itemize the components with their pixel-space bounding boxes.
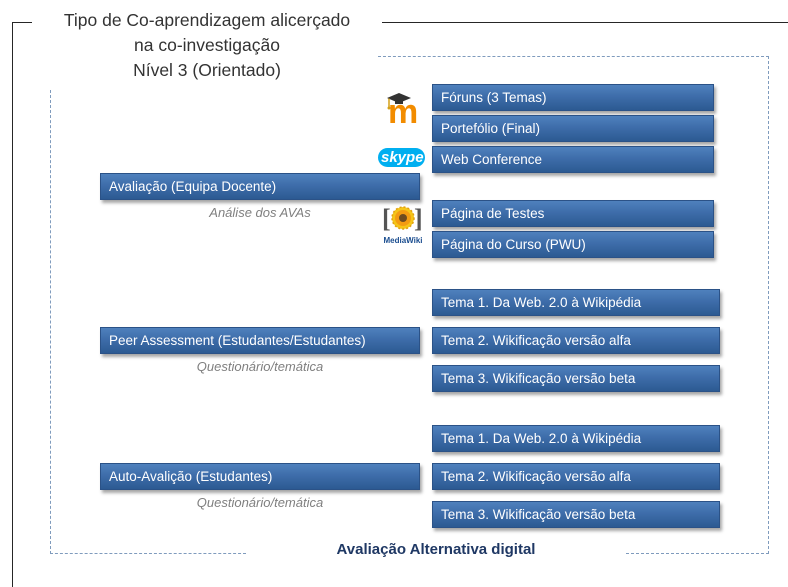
item-auto-tema-3: Tema 3. Wikificação versão beta — [432, 501, 720, 528]
inner-frame-bottom-left — [50, 553, 246, 554]
outer-frame-left — [12, 22, 13, 587]
item-peer-tema-3: Tema 3. Wikificação versão beta — [432, 365, 720, 392]
group-avaliacao-caption: Análise dos AVAs — [209, 205, 311, 220]
inner-frame-left — [50, 90, 51, 554]
group-auto-caption: Questionário/temática — [196, 495, 324, 510]
footer-title: Avaliação Alternativa digital — [246, 540, 626, 560]
item-peer-tema-1: Tema 1. Da Web. 2.0 à Wikipédia — [432, 289, 720, 316]
svg-text:]: ] — [414, 204, 423, 233]
mediawiki-logo-text: MediaWiki — [383, 236, 423, 245]
svg-text:[: [ — [382, 204, 391, 233]
inner-frame-top — [378, 56, 769, 57]
item-pagina-curso: Página do Curso (PWU) — [432, 231, 714, 258]
item-auto-tema-2: Tema 2. Wikificação versão alfa — [432, 463, 720, 490]
item-foruns: Fóruns (3 Temas) — [432, 84, 714, 111]
outer-frame-top-right — [382, 22, 788, 23]
inner-frame-bottom-right — [626, 553, 769, 554]
moodle-logo-icon: m — [383, 92, 427, 131]
skype-logo-icon: skype — [378, 147, 426, 169]
group-peer-caption: Questionário/temática — [196, 359, 324, 374]
title-line-1: Tipo de Co-aprendizagem alicerçado — [63, 10, 351, 30]
item-auto-tema-1: Tema 1. Da Web. 2.0 à Wikipédia — [432, 425, 720, 452]
group-peer-label: Peer Assessment (Estudantes/Estudantes) — [100, 327, 420, 354]
item-pagina-testes: Página de Testes — [432, 200, 714, 227]
item-portefolio: Portefólio (Final) — [432, 115, 714, 142]
mediawiki-logo-icon: [ ] MediaWiki — [380, 202, 426, 250]
outer-frame-top-left — [12, 22, 32, 23]
group-avaliacao-label: Avaliação (Equipa Docente) — [100, 173, 420, 200]
title-block: Tipo de Co-aprendizagem alicerçado na co… — [36, 10, 378, 84]
group-auto-label: Auto-Avalição (Estudantes) — [100, 463, 420, 490]
moodle-letter: m — [388, 93, 418, 131]
inner-frame-right — [768, 56, 769, 554]
title-line-3: Nível 3 (Orientado) — [133, 60, 281, 80]
item-peer-tema-2: Tema 2. Wikificação versão alfa — [432, 327, 720, 354]
skype-logo-text: skype — [381, 149, 424, 166]
item-web-conference: Web Conference — [432, 146, 714, 173]
title-line-2: na co-investigação — [134, 35, 280, 55]
